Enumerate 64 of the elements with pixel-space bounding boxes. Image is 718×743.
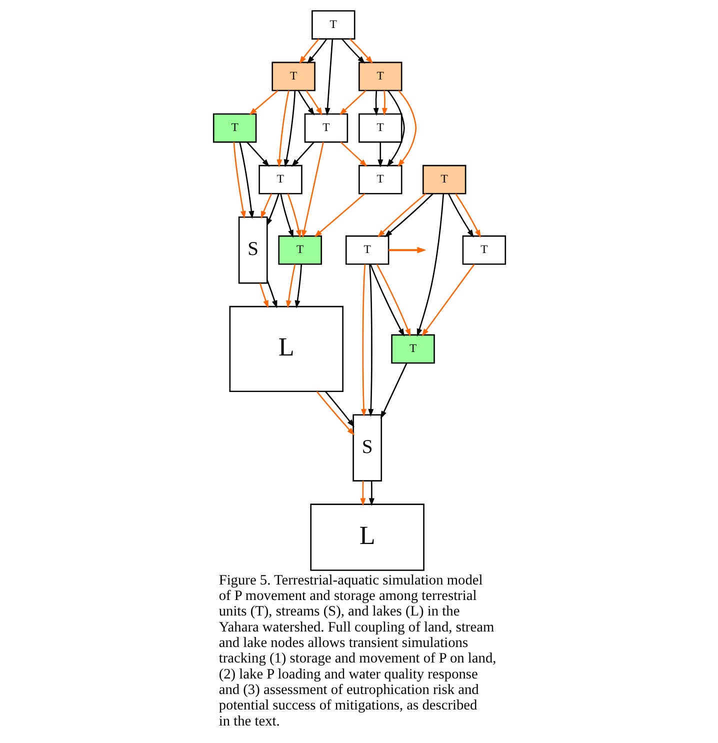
node-box: T	[344, 235, 389, 265]
arrow	[301, 142, 324, 238]
arrow	[276, 90, 289, 168]
arrow	[324, 39, 333, 116]
arrow	[316, 391, 354, 436]
node-box: T	[258, 164, 302, 194]
arrow	[298, 38, 319, 64]
arrow	[377, 142, 383, 168]
arrow	[297, 90, 314, 116]
arrow	[248, 90, 278, 116]
arrow	[238, 142, 254, 219]
arrow	[280, 194, 293, 238]
arrow	[341, 38, 365, 64]
arrow	[368, 480, 374, 506]
arrow	[266, 194, 279, 226]
arrow	[338, 90, 366, 116]
arrow	[376, 264, 410, 337]
arrow	[381, 90, 387, 116]
arrow	[306, 38, 327, 64]
node-box: T	[462, 235, 506, 265]
node-box: T	[358, 62, 402, 92]
arrow	[380, 362, 407, 419]
arrow	[454, 193, 480, 238]
node-box: T	[304, 113, 348, 143]
node-box: L	[228, 306, 343, 392]
arrow	[285, 264, 296, 308]
node-box: S	[238, 216, 268, 284]
arrow	[305, 90, 322, 116]
arrow	[386, 90, 404, 167]
arrow	[294, 264, 302, 308]
arrow	[260, 193, 272, 219]
node-box: T	[358, 113, 402, 143]
caption: Figure 5. Terrestrial-aquatic simulation model of P movement and storage among terrestrial units (T), streams (S), and lakes (L) in the Yahara watershed. Full coupling of land, stream and lake nodes allows transient simulations tracking (1) storage and movement of P on land, (2) lake P loading and water quality response and (3) assessment of eutrophication risk and potential success of mitigations, as described in the text.	[218, 572, 496, 730]
arrow	[360, 264, 366, 417]
arrow	[246, 142, 270, 167]
node-box: T	[278, 235, 322, 265]
arrow	[348, 38, 372, 64]
arrow	[283, 90, 296, 168]
arrow	[376, 193, 426, 238]
arrow	[232, 142, 246, 219]
node-box: T	[311, 10, 355, 40]
arrow	[368, 264, 374, 417]
arrow	[258, 283, 268, 308]
node-box: T	[271, 62, 315, 92]
arrow	[369, 264, 404, 337]
arrow	[314, 193, 365, 238]
arrow	[324, 391, 354, 428]
node-box: T	[358, 164, 402, 194]
node-box: T	[390, 334, 434, 364]
node-box: S	[352, 414, 382, 482]
node-box: L	[310, 504, 424, 571]
arrow	[447, 193, 474, 238]
arrow	[340, 142, 367, 167]
arrow	[266, 280, 277, 308]
arrow	[384, 193, 433, 238]
arrow	[416, 194, 444, 337]
arrow	[290, 142, 314, 167]
arrow	[396, 90, 416, 167]
arrow	[372, 90, 378, 116]
node-box: T	[212, 113, 256, 143]
arrow	[421, 264, 474, 336]
arrow	[286, 194, 301, 238]
arrow	[360, 480, 366, 506]
node-box: T	[422, 164, 466, 194]
